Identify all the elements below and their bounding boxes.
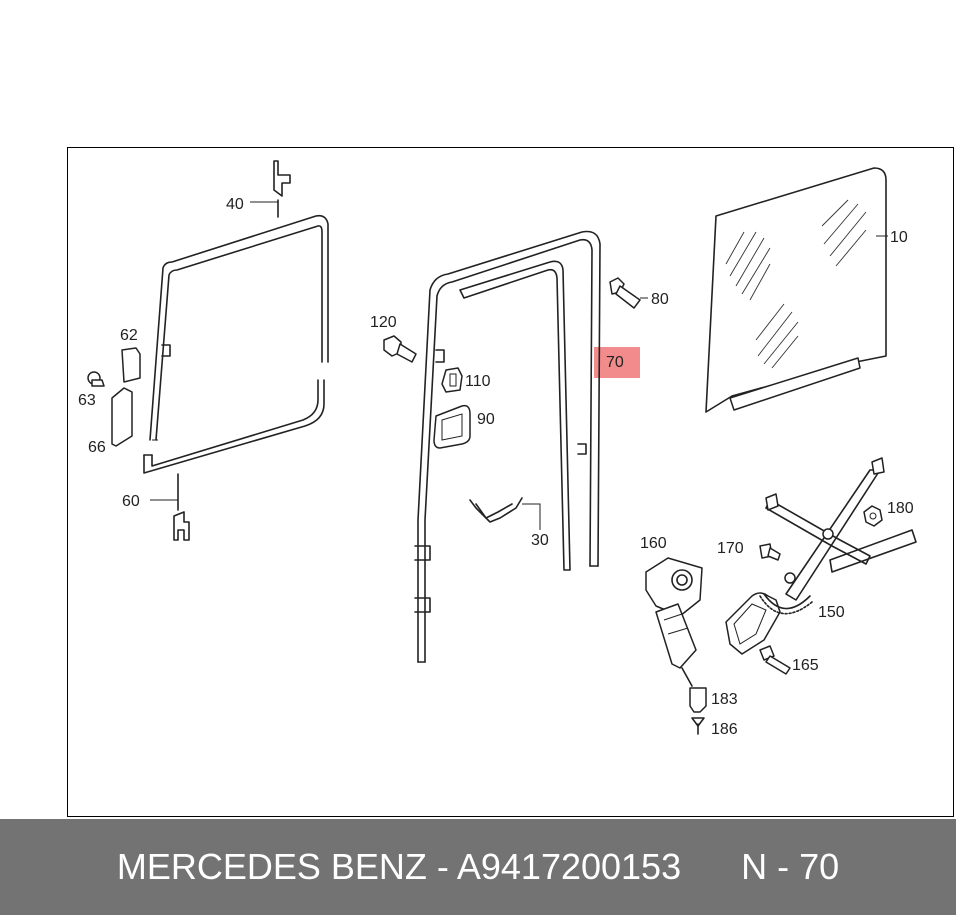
part-40-seal-upper[interactable]: [149, 160, 329, 441]
label-183: 183: [711, 691, 738, 708]
part-165-screw[interactable]: [759, 645, 791, 675]
label-160: 160: [640, 535, 667, 552]
part-63-clip[interactable]: [87, 371, 105, 387]
part-120-bolt[interactable]: [383, 335, 417, 363]
part-170-bolt[interactable]: [759, 543, 781, 561]
part-180-nut[interactable]: [863, 505, 883, 527]
diagram-frame: [67, 147, 954, 817]
part-30-rod[interactable]: [469, 497, 541, 530]
part-70-window-guide[interactable]: [414, 230, 601, 663]
part-160-motor[interactable]: [645, 557, 703, 687]
label-186: 186: [711, 721, 738, 738]
part-80-bolt[interactable]: [609, 277, 641, 309]
label-150: 150: [818, 604, 845, 621]
label-66: 66: [88, 439, 106, 456]
part-186-pin[interactable]: [691, 717, 705, 735]
label-165: 165: [792, 657, 819, 674]
label-10: 10: [890, 229, 908, 246]
part-62-clip[interactable]: [121, 347, 141, 383]
label-70: 70: [606, 354, 624, 371]
label-60: 60: [122, 493, 140, 510]
part-number-caption: MERCEDES BENZ - A9417200153 N - 70: [116, 846, 840, 887]
part-10-glass[interactable]: [705, 167, 887, 413]
part-60-seal-lower[interactable]: [143, 379, 325, 541]
leader-lines: [150, 201, 888, 501]
label-30: 30: [531, 532, 549, 549]
highlight-70: [594, 347, 640, 378]
label-80: 80: [651, 291, 669, 308]
label-120: 120: [370, 314, 397, 331]
label-90: 90: [477, 411, 495, 428]
footer-bar: MERCEDES BENZ - A9417200153 N - 70: [0, 819, 956, 915]
label-63: 63: [78, 392, 96, 409]
label-180: 180: [887, 500, 914, 517]
label-110: 110: [465, 373, 491, 390]
label-170: 170: [717, 540, 744, 557]
part-90-handle[interactable]: [433, 404, 471, 449]
label-62: 62: [120, 327, 138, 344]
part-183-connector[interactable]: [689, 687, 707, 713]
part-66-cover[interactable]: [111, 387, 133, 447]
part-150-regulator[interactable]: [725, 457, 917, 655]
label-40: 40: [226, 196, 244, 213]
part-110-clip[interactable]: [441, 367, 463, 393]
